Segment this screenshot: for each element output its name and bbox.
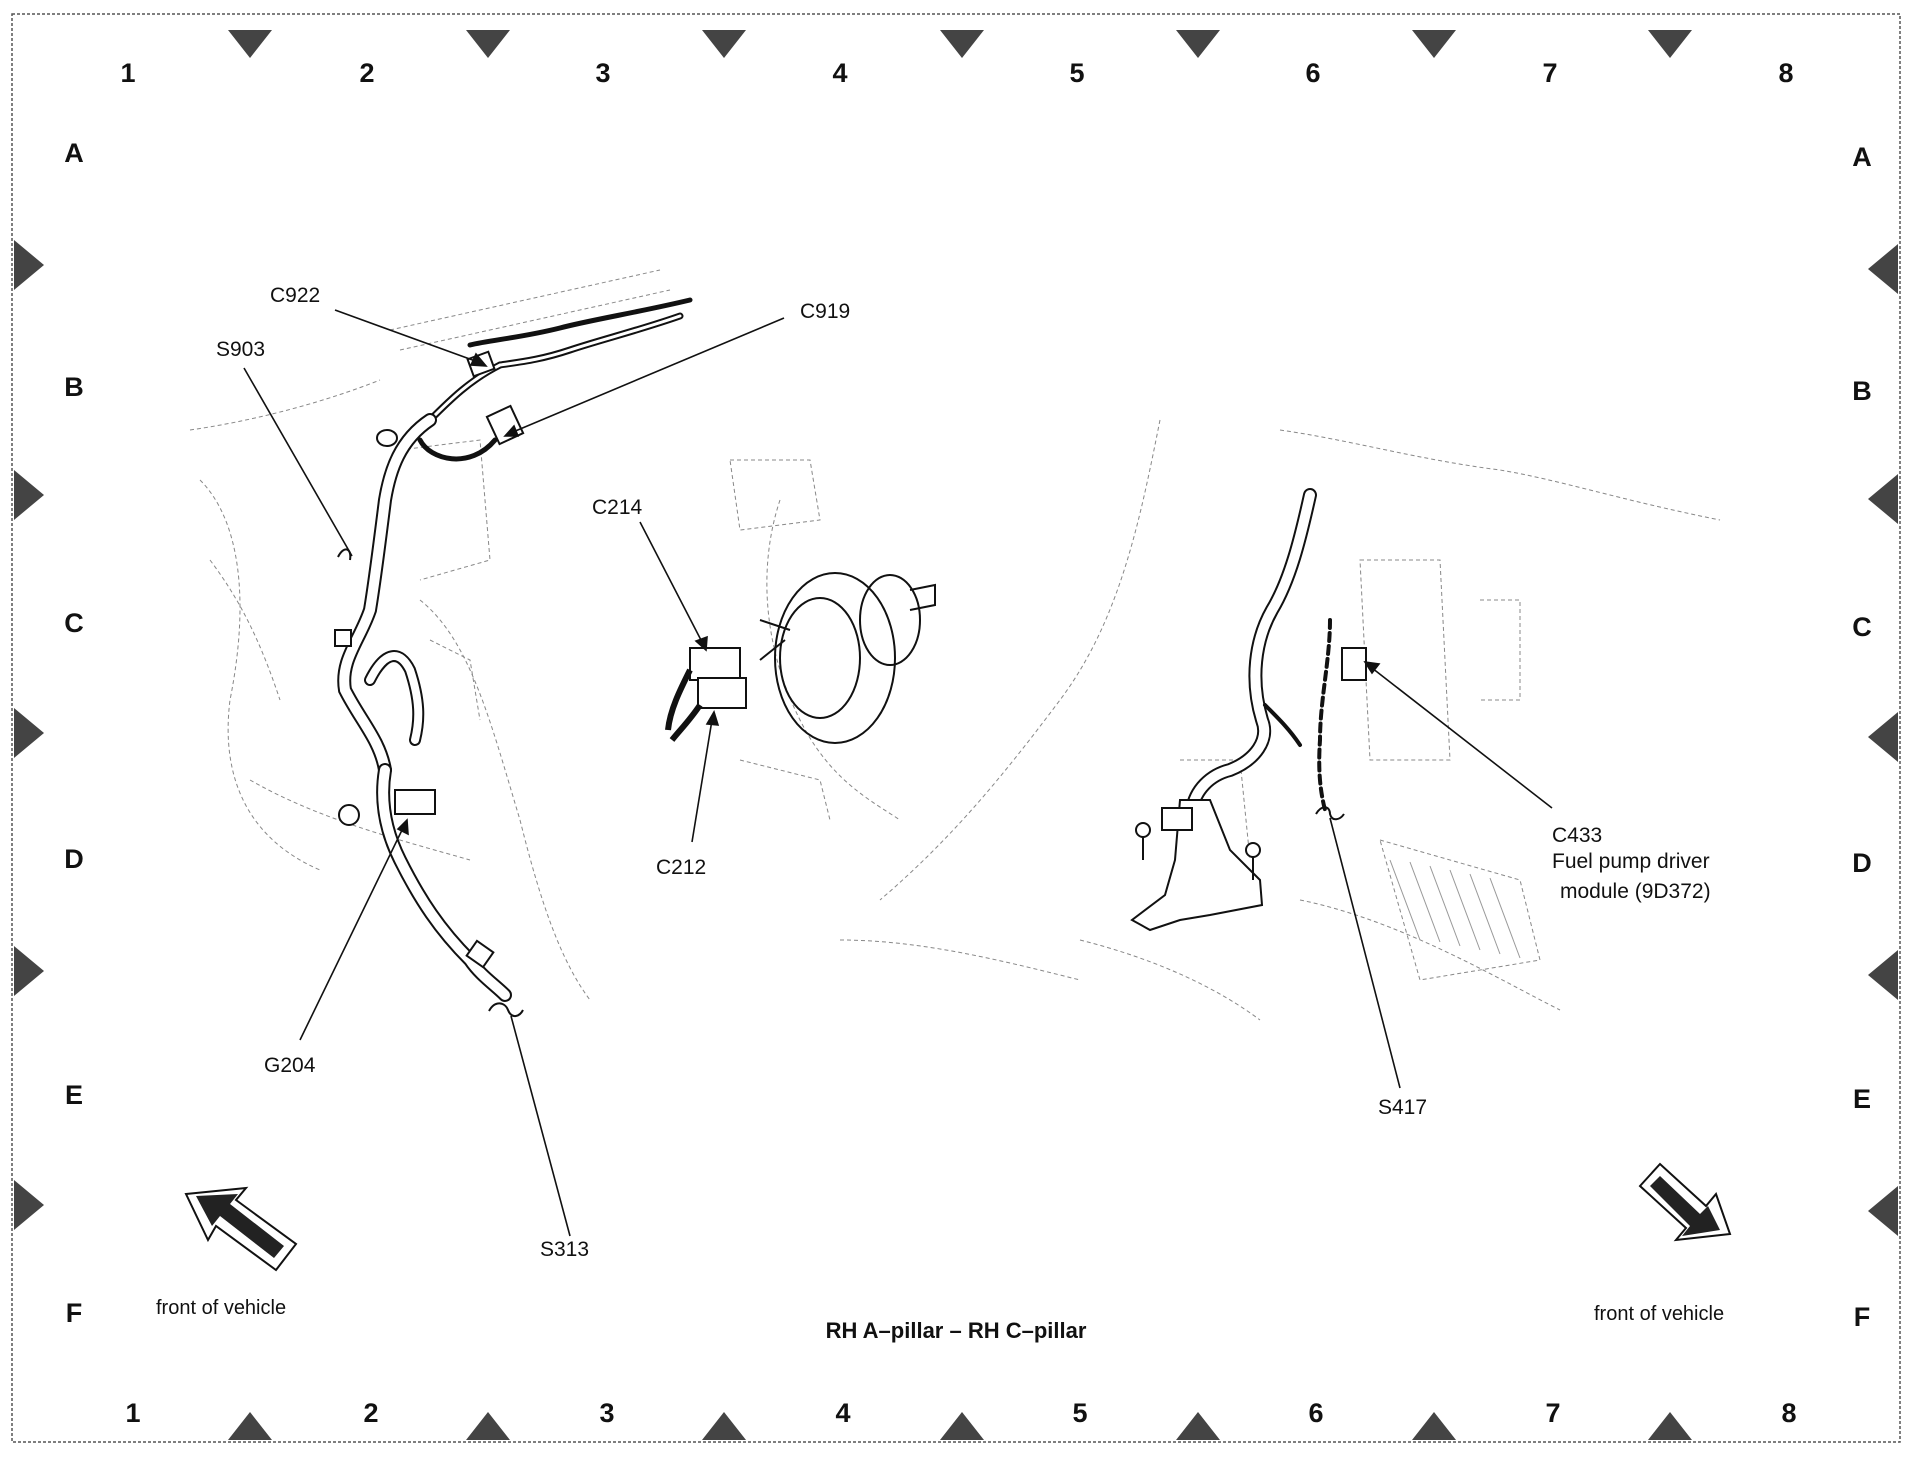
- front-of-vehicle-right: front of vehicle: [1594, 1303, 1724, 1325]
- right-harness: [1185, 488, 1332, 817]
- col-label-bottom: 4: [835, 1398, 850, 1428]
- row-label-right: F: [1854, 1302, 1871, 1332]
- col-label-bottom: 5: [1072, 1398, 1087, 1428]
- label-c214: C214: [592, 496, 643, 519]
- label-c433-desc-1: Fuel pump driver: [1552, 850, 1710, 873]
- zone-markers: [14, 30, 1898, 1440]
- front-arrow-right-icon: [1638, 1162, 1732, 1242]
- col-label-bottom: 8: [1781, 1398, 1796, 1428]
- left-harness: [337, 297, 693, 1002]
- center-illustration: [729, 459, 901, 821]
- diagram-caption: RH A–pillar – RH C–pillar: [826, 1318, 1087, 1343]
- col-label-top: 7: [1542, 58, 1557, 88]
- c-pillar-illustration: [839, 419, 1721, 1021]
- col-label-top: 6: [1305, 58, 1320, 88]
- col-label-top: 1: [120, 58, 135, 88]
- row-label-left: C: [64, 608, 84, 638]
- col-label-bottom: 6: [1308, 1398, 1323, 1428]
- row-label-left: A: [64, 138, 84, 168]
- center-connectors: [665, 647, 747, 742]
- label-c433-desc-2: module (9D372): [1560, 880, 1711, 903]
- col-label-top: 2: [359, 58, 374, 88]
- label-c433: C433: [1552, 824, 1602, 847]
- row-label-right: B: [1852, 376, 1872, 406]
- a-pillar-illustration: [189, 269, 671, 1001]
- center-module: [759, 572, 936, 744]
- page-border: [11, 13, 1901, 1443]
- col-label-top: 3: [595, 58, 610, 88]
- leader-lines: [243, 309, 1553, 1237]
- row-label-right: A: [1852, 142, 1872, 172]
- row-label-right: D: [1852, 848, 1872, 878]
- col-label-bottom: 3: [599, 1398, 614, 1428]
- col-label-top: 4: [832, 58, 847, 88]
- label-s417: S417: [1378, 1096, 1427, 1119]
- label-s313: S313: [540, 1238, 589, 1261]
- label-c922: C922: [270, 284, 320, 307]
- label-c919: C919: [800, 300, 850, 323]
- label-g204: G204: [264, 1054, 316, 1077]
- front-arrow-left-icon: [184, 1186, 298, 1272]
- label-s903: S903: [216, 338, 265, 361]
- c-pillar-hatching: [1389, 859, 1521, 959]
- label-c212: C212: [656, 856, 706, 879]
- row-label-right: E: [1853, 1084, 1871, 1114]
- right-connectors: [1130, 647, 1367, 932]
- row-label-left: D: [64, 844, 84, 874]
- row-label-left: E: [65, 1080, 83, 1110]
- col-label-top: 5: [1069, 58, 1084, 88]
- row-label-left: B: [64, 372, 84, 402]
- col-label-bottom: 1: [125, 1398, 140, 1428]
- front-of-vehicle-left: front of vehicle: [156, 1297, 286, 1319]
- col-label-bottom: 7: [1545, 1398, 1560, 1428]
- col-label-bottom: 2: [363, 1398, 378, 1428]
- row-label-left: F: [66, 1298, 83, 1328]
- col-label-top: 8: [1778, 58, 1793, 88]
- row-label-right: C: [1852, 612, 1872, 642]
